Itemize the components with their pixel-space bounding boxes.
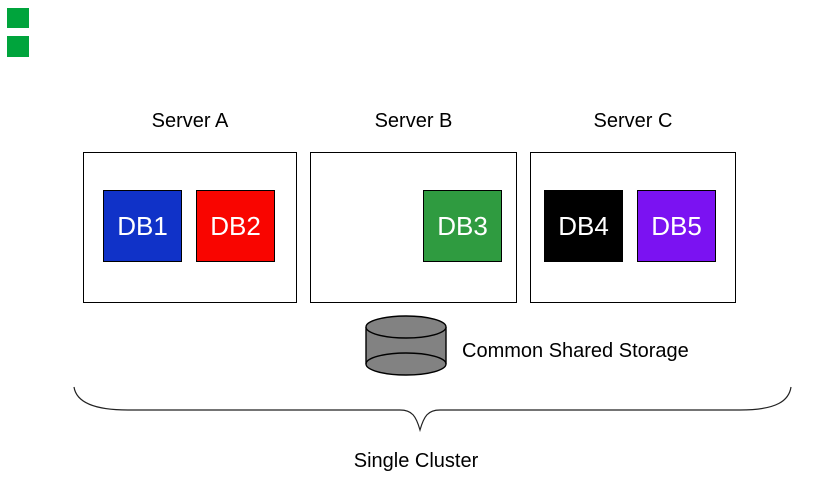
- db1-label: DB1: [117, 211, 168, 241]
- cluster-label: Single Cluster: [353, 450, 479, 472]
- db5-node: DB5: [637, 190, 716, 262]
- corner-marker-top: [7, 8, 29, 28]
- db3-label: DB3: [437, 211, 488, 241]
- corner-marker-bottom: [7, 36, 29, 57]
- db4-label: DB4: [558, 211, 609, 241]
- server-b-label: Server B: [374, 110, 453, 132]
- database-cylinder-icon: [365, 315, 447, 376]
- db1-node: DB1: [103, 190, 182, 262]
- server-c-box: DB4 DB5: [530, 152, 736, 303]
- curly-brace: [73, 386, 792, 433]
- db2-node: DB2: [196, 190, 275, 262]
- db3-node: DB3: [423, 190, 502, 262]
- server-a-box: DB1 DB2: [83, 152, 297, 303]
- server-b-box: DB3: [310, 152, 517, 303]
- storage-label: Common Shared Storage: [462, 340, 689, 362]
- db4-node: DB4: [544, 190, 623, 262]
- db2-label: DB2: [210, 211, 261, 241]
- server-c-label: Server C: [593, 110, 673, 132]
- server-a-label: Server A: [151, 110, 229, 132]
- db5-label: DB5: [651, 211, 702, 241]
